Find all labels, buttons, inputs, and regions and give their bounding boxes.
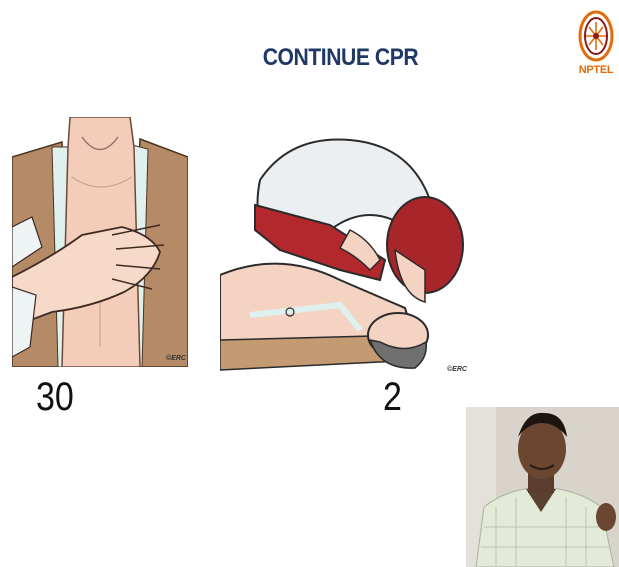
breath-count: 2	[383, 377, 402, 417]
presenter-webcam-video	[466, 407, 619, 567]
rescue-breath-illustration	[220, 130, 465, 375]
nptel-label: NPTEL	[574, 64, 618, 76]
presenter-video	[466, 407, 619, 567]
chest-compression-illustration	[12, 117, 188, 367]
compression-credit: ©ERC	[166, 355, 186, 362]
slide-title: CONTINUE CPR	[41, 44, 619, 72]
nptel-logo-icon	[574, 6, 618, 64]
compression-count: 30	[36, 377, 74, 417]
nptel-logo: NPTEL	[574, 6, 618, 80]
breath-credit: ©ERC	[447, 366, 467, 373]
